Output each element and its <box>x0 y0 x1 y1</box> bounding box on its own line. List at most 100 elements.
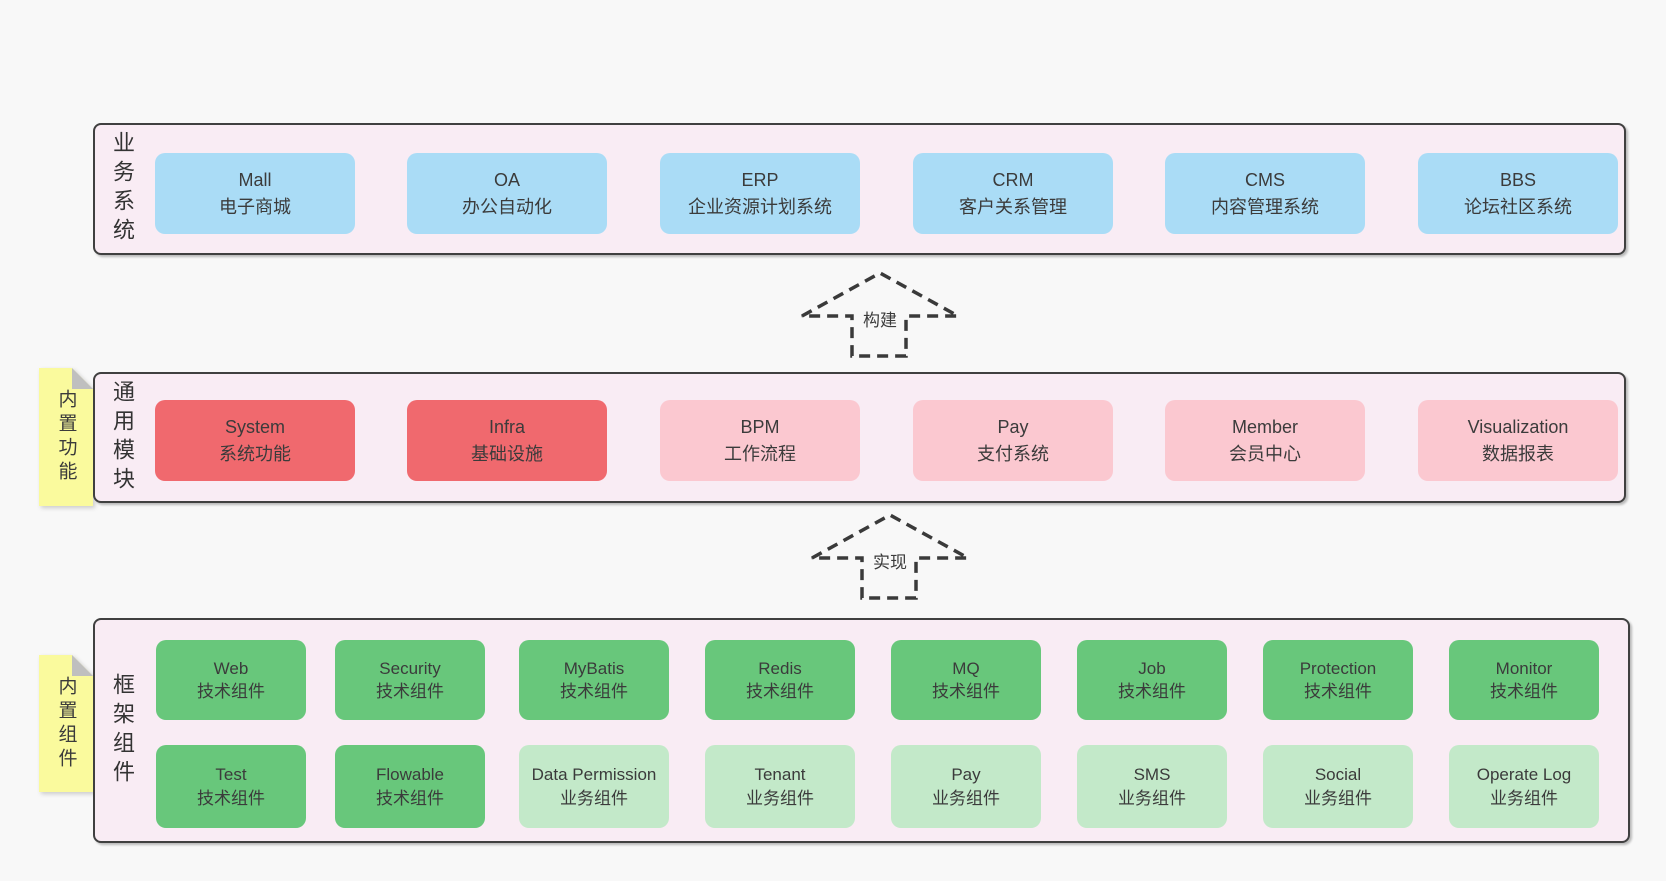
box-data-permission: Data Permission 业务组件 <box>519 745 669 828</box>
box-redis: Redis 技术组件 <box>705 640 855 720</box>
module-subtitle: 业务组件 <box>932 788 1000 808</box>
layer-framework-components: 框架组件 Web 技术组件 Security 技术组件 MyBatis 技术组件… <box>93 618 1630 843</box>
module-subtitle: 系统功能 <box>219 443 291 464</box>
sticky-paper <box>39 655 93 792</box>
module-subtitle: 技术组件 <box>197 682 265 701</box>
box-pay: Pay 支付系统 <box>913 400 1113 481</box>
module-title: System <box>224 416 285 437</box>
module-subtitle: 技术组件 <box>932 682 1000 701</box>
layer-label: 通用模块 <box>103 374 141 501</box>
box-security: Security 技术组件 <box>335 640 485 720</box>
module-subtitle: 支付系统 <box>977 443 1049 464</box>
module-subtitle: 技术组件 <box>746 682 814 701</box>
module-subtitle: 业务组件 <box>1304 788 1372 808</box>
module-subtitle: 电子商城 <box>219 196 291 217</box>
box-mybatis: MyBatis 技术组件 <box>519 640 669 720</box>
module-subtitle: 业务组件 <box>1118 788 1186 808</box>
box-mall: Mall 电子商城 <box>155 153 355 234</box>
layer-label-text: 通用模块 <box>110 379 135 496</box>
layer-label-text: 业务系统 <box>110 131 135 247</box>
module-title: Social <box>1314 765 1362 785</box>
box-job: Job 技术组件 <box>1077 640 1227 720</box>
box-tenant: Tenant 业务组件 <box>705 745 855 828</box>
module-subtitle: 会员中心 <box>1229 443 1301 464</box>
module-title: Visualization <box>1467 416 1569 437</box>
module-title: Infra <box>488 416 526 437</box>
module-subtitle: 数据报表 <box>1482 443 1554 464</box>
module-title: Tenant <box>754 765 806 785</box>
box-member: Member 会员中心 <box>1165 400 1365 481</box>
layer-common-modules: 通用模块 System 系统功能 Infra 基础设施 BPM 工作流程 Pay… <box>93 372 1626 503</box>
module-subtitle: 技术组件 <box>1304 682 1372 701</box>
box-sms: SMS 业务组件 <box>1077 745 1227 828</box>
box-bpm: BPM 工作流程 <box>660 400 860 481</box>
module-subtitle: 企业资源计划系统 <box>688 196 832 217</box>
arrow-label: 构建 <box>863 311 897 330</box>
module-subtitle: 技术组件 <box>560 682 628 701</box>
module-title: MQ <box>952 658 980 678</box>
arrow-implement: 实现 <box>811 513 969 600</box>
box-infra: Infra 基础设施 <box>407 400 607 481</box>
layer-label: 框架组件 <box>103 620 141 841</box>
box-flowable: Flowable 技术组件 <box>335 745 485 828</box>
module-title: Operate Log <box>1476 765 1572 785</box>
module-title: Job <box>1138 658 1166 678</box>
box-social: Social 业务组件 <box>1263 745 1413 828</box>
box-oa: OA 办公自动化 <box>407 153 607 234</box>
module-title: Security <box>379 658 441 678</box>
box-mq: MQ 技术组件 <box>891 640 1041 720</box>
module-subtitle: 内容管理系统 <box>1211 196 1319 217</box>
box-crm: CRM 客户关系管理 <box>913 153 1113 234</box>
module-title: Monitor <box>1495 658 1553 678</box>
box-test: Test 技术组件 <box>156 745 306 828</box>
box-monitor: Monitor 技术组件 <box>1449 640 1599 720</box>
layer-label-text: 框架组件 <box>110 672 135 789</box>
module-title: Protection <box>1299 658 1377 678</box>
box-protection: Protection 技术组件 <box>1263 640 1413 720</box>
module-title: OA <box>493 169 520 190</box>
module-subtitle: 工作流程 <box>724 443 796 464</box>
box-pay-biz: Pay 业务组件 <box>891 745 1041 828</box>
box-operate-log: Operate Log 业务组件 <box>1449 745 1599 828</box>
module-subtitle: 论坛社区系统 <box>1464 196 1572 217</box>
box-cms: CMS 内容管理系统 <box>1165 153 1365 234</box>
sticky-label: 内置功能 <box>55 389 77 485</box>
module-title: Member <box>1231 416 1298 437</box>
box-system: System 系统功能 <box>155 400 355 481</box>
module-title: Data Permission <box>531 765 657 785</box>
sticky-paper <box>39 368 93 506</box>
module-subtitle: 技术组件 <box>1118 682 1186 701</box>
module-subtitle: 技术组件 <box>376 788 444 808</box>
box-bbs: BBS 论坛社区系统 <box>1418 153 1618 234</box>
module-subtitle: 技术组件 <box>1490 682 1558 701</box>
arrow-label: 实现 <box>873 553 907 572</box>
module-subtitle: 业务组件 <box>746 788 814 808</box>
module-subtitle: 基础设施 <box>471 443 543 464</box>
module-title: Mall <box>238 169 272 190</box>
module-title: Redis <box>758 658 802 678</box>
module-subtitle: 业务组件 <box>1490 788 1558 808</box>
module-subtitle: 技术组件 <box>197 788 265 808</box>
layer-business-systems: 业务系统 Mall 电子商城 OA 办公自动化 ERP 企业资源计划系统 CRM… <box>93 123 1626 255</box>
box-visualization: Visualization 数据报表 <box>1418 400 1618 481</box>
module-title: Pay <box>951 765 981 785</box>
module-title: Test <box>215 765 247 785</box>
module-subtitle: 业务组件 <box>560 788 628 808</box>
box-erp: ERP 企业资源计划系统 <box>660 153 860 234</box>
module-title: BBS <box>1499 169 1537 190</box>
module-title: CRM <box>992 169 1034 190</box>
module-title: CMS <box>1245 169 1285 190</box>
arrow-build: 构建 <box>801 271 959 358</box>
module-title: Web <box>213 658 249 678</box>
module-title: MyBatis <box>563 658 625 678</box>
module-subtitle: 客户关系管理 <box>959 196 1067 217</box>
module-title: Pay <box>997 416 1029 437</box>
arrow-label-bg <box>867 548 913 576</box>
module-title: Flowable <box>375 765 445 785</box>
sticky-label: 内置组件 <box>55 675 77 772</box>
arrow-label-bg <box>857 306 903 334</box>
sticky-note-built-in-components: 内置组件 <box>39 655 93 792</box>
sticky-note-built-in-features: 内置功能 <box>39 368 93 506</box>
module-title: SMS <box>1133 765 1171 785</box>
